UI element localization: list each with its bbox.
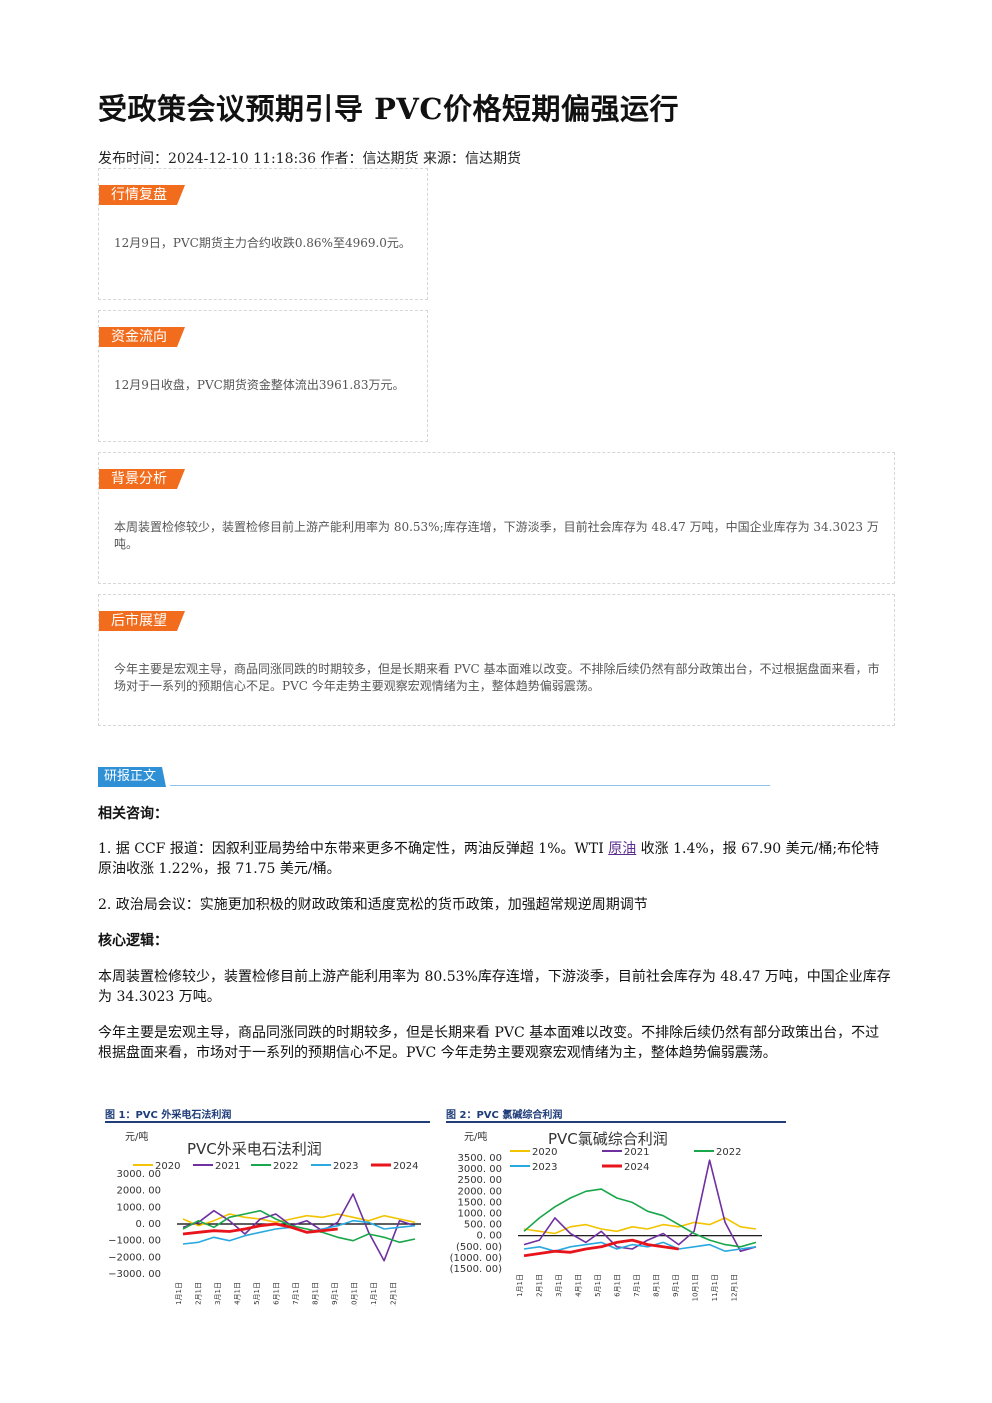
report-section-tag: 研报正文 bbox=[98, 767, 166, 787]
x-tick-label: 3月1日 bbox=[214, 1282, 222, 1305]
card-tag: 行情复盘 bbox=[99, 185, 185, 205]
card-text: 本周装置检修较少，装置检修目前上游产能利用率为 80.53%;库存连增，下游淡季… bbox=[114, 520, 879, 551]
figure-rule bbox=[105, 1121, 430, 1123]
card-background: 背景分析 本周装置检修较少，装置检修目前上游产能利用率为 80.53%;库存连增… bbox=[98, 452, 895, 584]
y-tick-label: 0. 00 bbox=[136, 1219, 161, 1230]
x-tick-label: 5月1日 bbox=[594, 1274, 602, 1297]
x-tick-label: 9月1日 bbox=[331, 1282, 339, 1305]
y-tick-label: −1000. 00 bbox=[108, 1236, 161, 1247]
y-tick-label: (500. 00) bbox=[456, 1242, 502, 1253]
y-tick-label: −2000. 00 bbox=[108, 1252, 161, 1263]
related-item-2: 2. 政治局会议：实施更加积极的财政政策和适度宽松的货币政策，加强超常规逆周期调… bbox=[98, 897, 648, 913]
item-text: 1. 据 CCF 报道：因叙利亚局势给中东带来更多不确定性，两油反弹超 1%。W… bbox=[98, 841, 609, 857]
card-fund-flow: 资金流向 12月9日收盘，PVC期货资金整体流出3961.83万元。 bbox=[98, 310, 428, 442]
legend-label: 2022 bbox=[716, 1147, 741, 1158]
legend-label: 2020 bbox=[532, 1147, 557, 1158]
item-text: 收涨 1.4%，报 67.90 美元/桶;布伦特原油收涨 1.22%，报 71.… bbox=[98, 841, 880, 877]
legend-label: 2020 bbox=[155, 1161, 180, 1172]
series-line-2024 bbox=[182, 1222, 338, 1236]
figure-1: 图 1：PVC 外采电石法利润 元/吨 PVC外采电石法利润 3000. 00 200… bbox=[105, 1106, 430, 1306]
card-text: 12月9日收盘，PVC期货资金整体流出3961.83万元。 bbox=[114, 378, 405, 392]
card-text: 12月9日，PVC期货主力合约收跌0.86%至4969.0元。 bbox=[114, 236, 411, 250]
chart-title: PVC外采电石法利润 bbox=[187, 1140, 322, 1158]
y-tick-label: 0. 00 bbox=[477, 1231, 502, 1242]
card-market-review: 行情复盘 12月9日，PVC期货主力合约收跌0.86%至4969.0元。 bbox=[98, 168, 428, 300]
x-tick-label: 2月1日 bbox=[194, 1282, 202, 1305]
x-tick-label: 2月1日 bbox=[535, 1274, 543, 1297]
card-tag: 后市展望 bbox=[99, 611, 185, 631]
page-title: 受政策会议预期引导 PVC价格短期偏强运行 bbox=[98, 92, 679, 126]
legend-label: 2023 bbox=[333, 1161, 358, 1172]
x-tick-label: 10月1日 bbox=[691, 1274, 699, 1301]
x-tick-label: 6月1日 bbox=[613, 1274, 621, 1297]
x-tick-label: 8月1日 bbox=[311, 1282, 319, 1305]
series-line-2021 bbox=[523, 1159, 757, 1252]
x-tick-label: 11月1日 bbox=[711, 1274, 719, 1301]
card-tag: 资金流向 bbox=[99, 327, 185, 347]
series-line-2024 bbox=[523, 1238, 679, 1258]
y-tick-label: 500. 00 bbox=[464, 1220, 502, 1231]
legend-label: 2022 bbox=[273, 1161, 298, 1172]
x-tick-label: 7月1日 bbox=[292, 1282, 300, 1305]
x-tick-label: 1月1日 bbox=[516, 1274, 524, 1297]
y-tick-label: (1500. 00) bbox=[450, 1264, 502, 1275]
card-text: 今年主要是宏观主导，商品同涨同跌的时期较多，但是长期来看 PVC 基本面难以改变… bbox=[114, 662, 880, 693]
x-tick-label: 11月1日 bbox=[370, 1282, 378, 1306]
y-tick-label: 3500. 00 bbox=[457, 1153, 502, 1164]
series-line-2020 bbox=[523, 1217, 757, 1235]
legend-label: 2023 bbox=[532, 1162, 557, 1173]
x-tick-label: 7月1日 bbox=[633, 1274, 641, 1297]
series-line-2022 bbox=[182, 1209, 416, 1244]
y-tick-label: 2000. 00 bbox=[116, 1186, 161, 1197]
y-tick-label: 1000. 00 bbox=[457, 1209, 502, 1220]
x-tick-label: 1月1日 bbox=[175, 1282, 183, 1305]
x-tick-label: 5月1日 bbox=[253, 1282, 261, 1305]
figure-label: 图 1：PVC 外采电石法利润 bbox=[105, 1110, 232, 1121]
core-paragraph-1: 本周装置检修较少，装置检修目前上游产能利用率为 80.53%库存连增，下游淡季，… bbox=[98, 969, 891, 1005]
card-tag: 背景分析 bbox=[99, 469, 185, 489]
y-tick-label: −3000. 00 bbox=[108, 1269, 161, 1280]
related-heading: 相关咨询： bbox=[98, 806, 168, 822]
chart-pvc-carbide-profit: 元/吨 PVC外采电石法利润 3000. 00 2000. 00 1000. 00 0. … bbox=[108, 1130, 421, 1306]
y-tick-label: 3000. 00 bbox=[457, 1164, 502, 1175]
y-tick-label: 2000. 00 bbox=[457, 1186, 502, 1197]
figure-label: 图 2：PVC 氯碱综合利润 bbox=[446, 1110, 563, 1121]
core-paragraph-2: 今年主要是宏观主导，商品同涨同跌的时期较多，但是长期来看 PVC 基本面难以改变… bbox=[98, 1025, 880, 1061]
y-tick-label: 1500. 00 bbox=[457, 1197, 502, 1208]
x-tick-label: 9月1日 bbox=[672, 1274, 680, 1297]
x-tick-label: 10月1日 bbox=[350, 1282, 358, 1306]
article-meta: 发布时间：2024-12-10 11:18:36 作者：信达期货 来源：信达期货 bbox=[98, 151, 521, 167]
x-tick-label: 6月1日 bbox=[272, 1282, 280, 1305]
x-tick-label: 4月1日 bbox=[574, 1274, 582, 1297]
y-tick-label: 3000. 00 bbox=[116, 1169, 161, 1180]
y-tick-label: 1000. 00 bbox=[116, 1202, 161, 1213]
legend-label: 2021 bbox=[215, 1161, 240, 1172]
report-divider bbox=[170, 785, 770, 786]
y-tick-label: 2500. 00 bbox=[457, 1175, 502, 1186]
figure-rule bbox=[446, 1121, 786, 1123]
x-tick-label: 12月1日 bbox=[730, 1274, 738, 1301]
card-outlook: 后市展望 今年主要是宏观主导，商品同涨同跌的时期较多，但是长期来看 PVC 基本… bbox=[98, 594, 895, 726]
x-tick-label: 8月1日 bbox=[652, 1274, 660, 1297]
series-line-2022 bbox=[523, 1188, 757, 1248]
crude-oil-link[interactable]: 原油 bbox=[608, 841, 637, 857]
series-line-2020 bbox=[182, 1213, 416, 1227]
series-line-2021 bbox=[182, 1193, 416, 1262]
legend-label: 2021 bbox=[624, 1147, 649, 1158]
legend-label: 2024 bbox=[393, 1161, 418, 1172]
legend-label: 2024 bbox=[624, 1162, 649, 1173]
related-item-1: 1. 据 CCF 报道：因叙利亚局势给中东带来更多不确定性，两油反弹超 1%。W… bbox=[98, 839, 893, 879]
series-line-2023 bbox=[523, 1241, 757, 1252]
y-tick-label: (1000. 00) bbox=[450, 1253, 502, 1264]
chart-unit: 元/吨 bbox=[125, 1130, 148, 1143]
x-tick-label: 4月1日 bbox=[233, 1282, 241, 1305]
core-heading: 核心逻辑： bbox=[98, 933, 168, 949]
x-tick-label: 12月1日 bbox=[389, 1282, 397, 1306]
x-tick-label: 3月1日 bbox=[555, 1274, 563, 1297]
chart-title: PVC氯碱综合利润 bbox=[548, 1130, 668, 1148]
chart-unit: 元/吨 bbox=[464, 1130, 487, 1143]
